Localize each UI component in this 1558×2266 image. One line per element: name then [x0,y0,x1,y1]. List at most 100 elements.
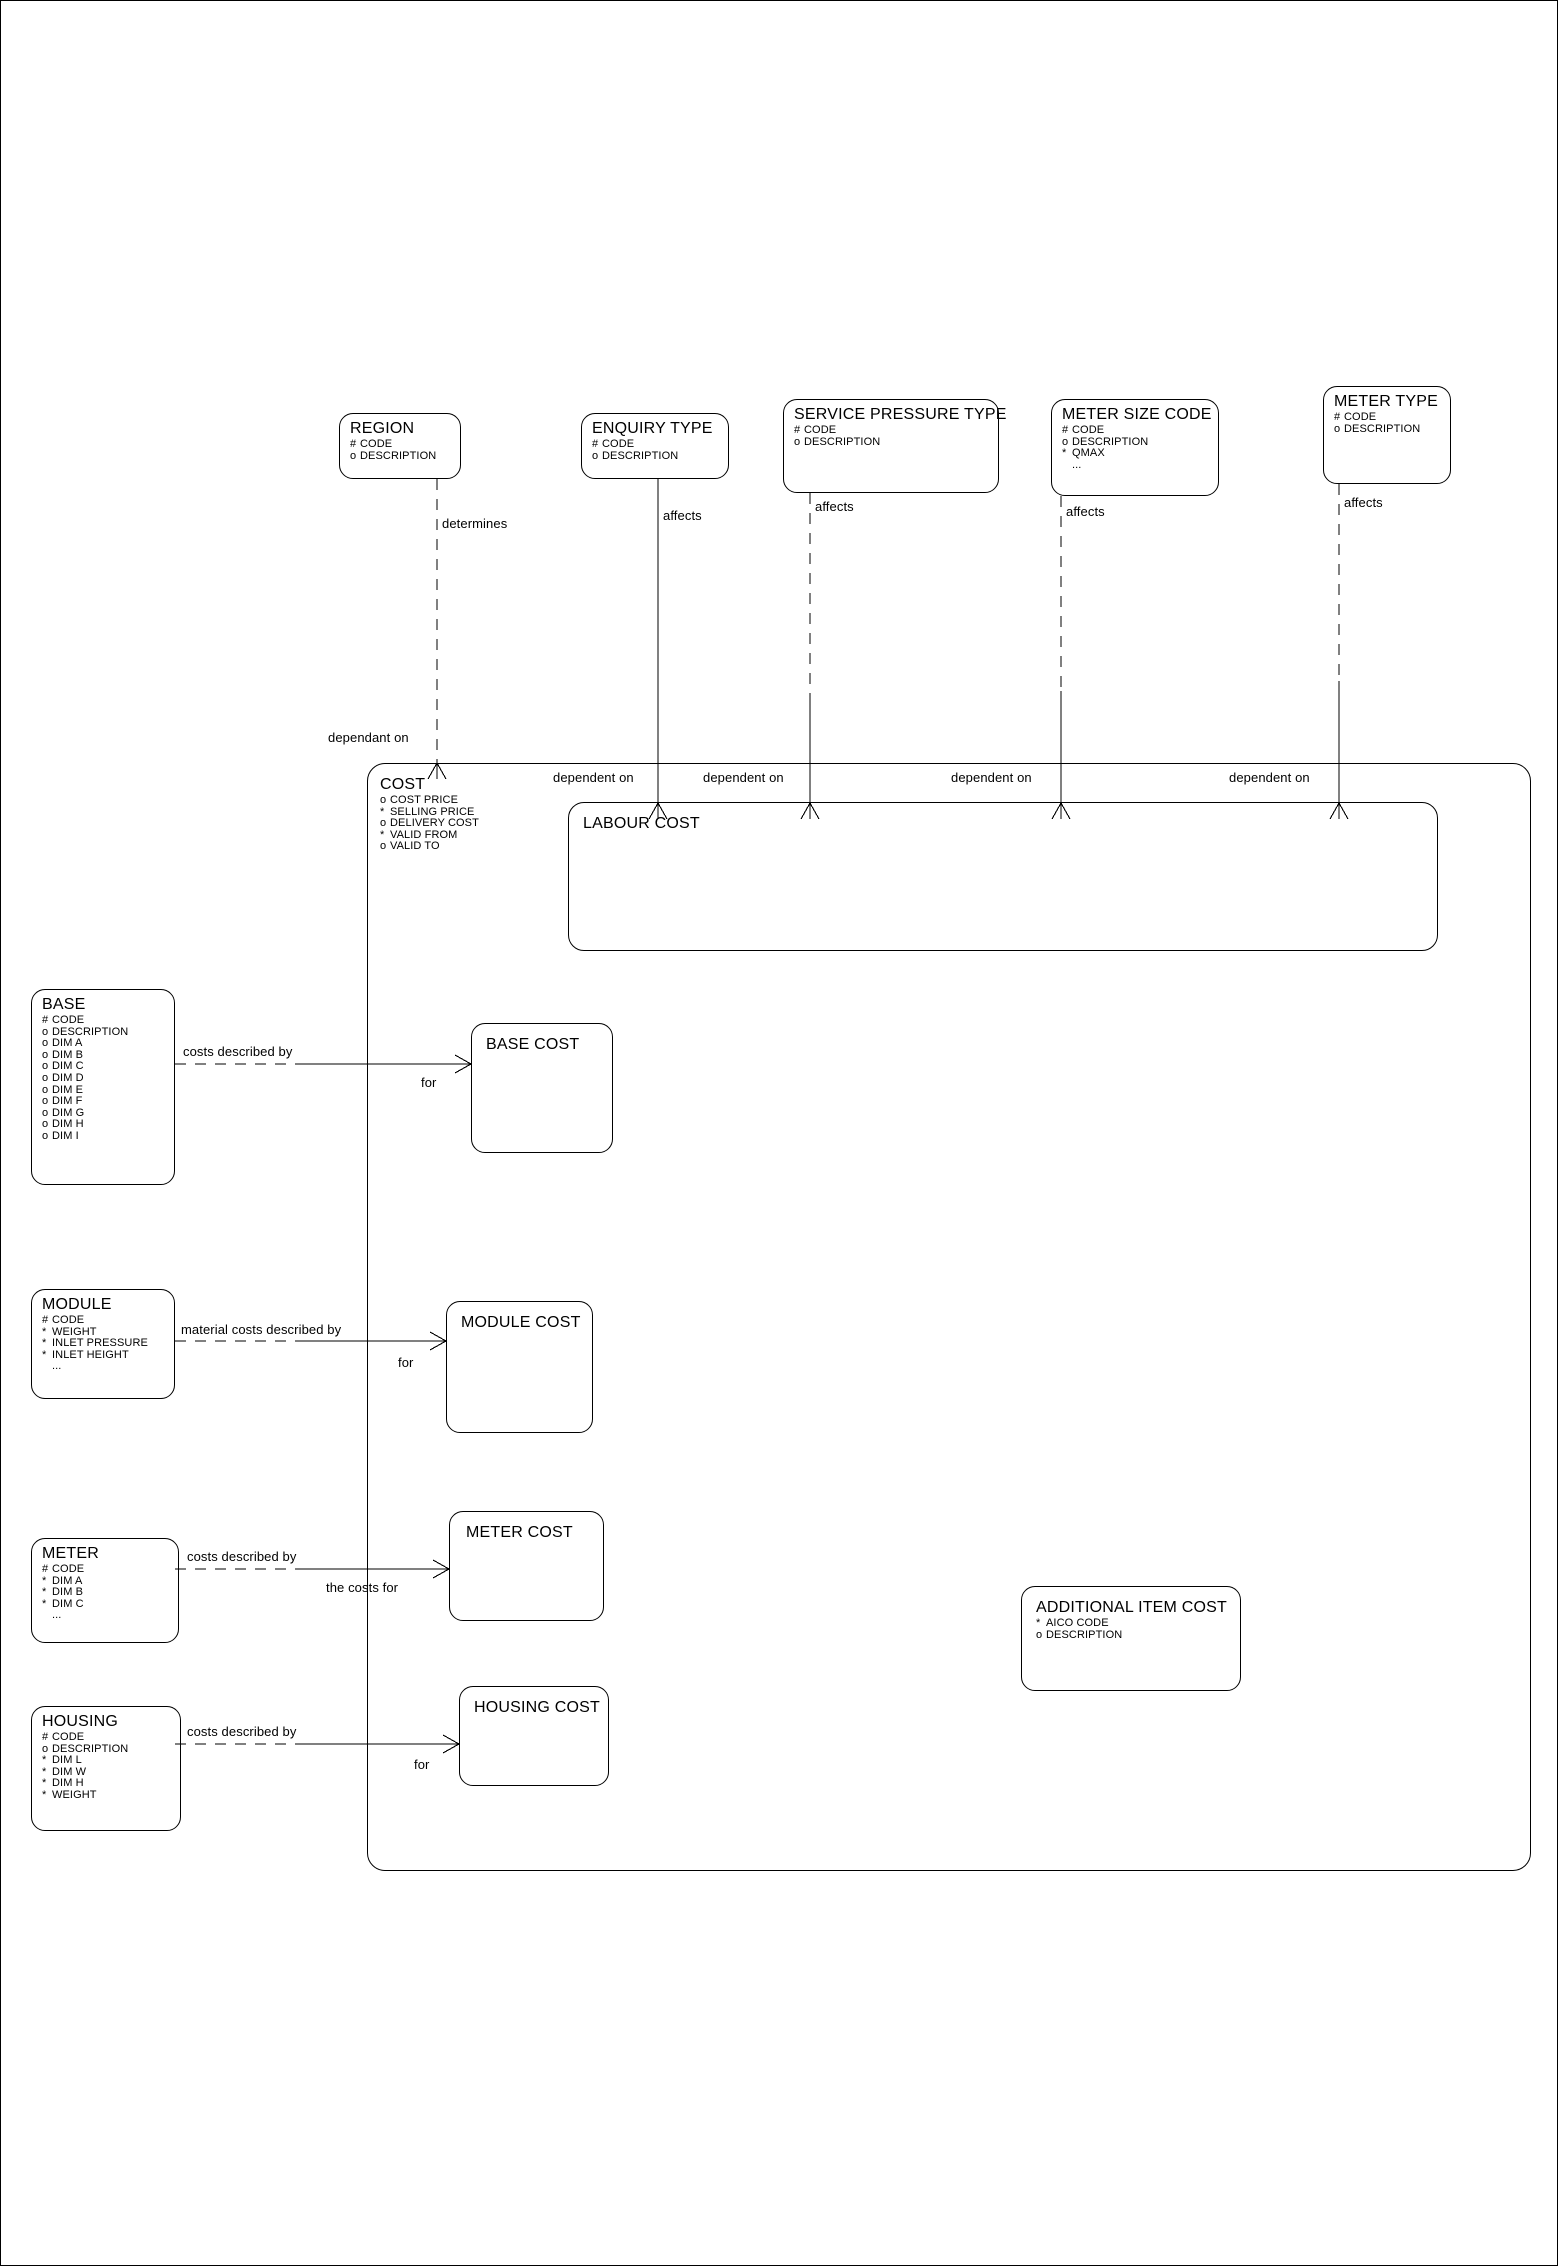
entity-module-cost[interactable]: MODULE COST [446,1301,593,1433]
attribute-marker: o [42,1083,49,1096]
entity-meter-attributes: #CODE * DIM A * DIM B *DIM C ... [42,1563,169,1622]
attribute-row: *VALID FROM [380,828,1530,842]
attribute-marker: # [1334,411,1341,423]
attribute-label: DIM L [52,1754,82,1767]
relationship-label-affects-metersize: affects [1066,504,1105,519]
attribute-label: ... [52,1609,62,1622]
attribute-label: SELLING PRICE [390,805,475,818]
attribute-row: #CODE [42,1731,171,1744]
entity-base-cost[interactable]: BASE COST [471,1023,613,1153]
attribute-label: DIM C [52,1597,84,1610]
relationship-label-for-module: for [398,1355,414,1370]
attribute-label: WEIGHT [52,1325,97,1338]
attribute-label: CODE [52,1314,85,1326]
relationship-label-affects-service: affects [815,499,854,514]
attribute-marker: * [42,1586,47,1599]
attribute-label: DIM D [52,1071,84,1084]
attribute-label: DESCRIPTION [52,1742,129,1755]
attribute-marker: o [42,1118,49,1131]
attribute-label: DESCRIPTION [1344,422,1421,435]
attribute-label: DIM A [52,1037,83,1050]
attribute-label: CODE [360,438,393,450]
entity-meter-name: METER [42,1545,99,1562]
attribute-label: DESCRIPTION [1046,1628,1123,1641]
attribute-label: DIM B [52,1586,84,1599]
relationship-label-material-costs-described-by: material costs described by [181,1322,342,1337]
attribute-marker: o [592,449,599,462]
attribute-row: * WEIGHT [42,1325,165,1339]
relationship-label-for-housing: for [414,1757,430,1772]
entity-housing-cost[interactable]: HOUSING COST [459,1686,609,1786]
attribute-label: CODE [1344,411,1377,423]
attribute-row: ... [1062,458,1209,472]
relationship-label-determines: determines [442,516,508,531]
attribute-marker: o [1036,1628,1043,1641]
attribute-label: DIM A [52,1574,83,1587]
attribute-label: DESCRIPTION [360,449,437,462]
entity-module-name: MODULE [42,1296,112,1313]
attribute-marker: o [1334,422,1341,435]
attribute-row: *QMAX [1062,447,1209,460]
entity-labour-cost-name: LABOUR COST [583,815,700,832]
attribute-marker: o [794,435,801,448]
attribute-marker: o [42,1060,49,1073]
attribute-row: #CODE [1062,424,1209,437]
attribute-row: *DIM C [42,1597,169,1611]
attribute-row: *SELLING PRICE [380,805,1530,819]
attribute-label: ... [1072,458,1082,471]
entity-module-attributes: #CODE *WEIGHT *INLET PRESSURE *INLET HEI… [42,1314,165,1373]
attribute-marker: * [380,828,385,841]
attribute-row: #CODE [350,438,451,451]
attribute-marker: * [42,1325,47,1338]
attribute-marker: o [380,840,387,853]
entity-module-cost-name: MODULE COST [461,1314,581,1331]
attribute-row: #CODE [42,1563,169,1576]
attribute-marker: o [380,817,387,830]
attribute-label: DIM F [52,1095,83,1108]
entity-meter-size-code-name: METER SIZE CODE [1062,406,1212,423]
attribute-label: INLET HEIGHT [52,1348,129,1361]
attribute-marker: o [42,1106,49,1119]
entity-meter-cost[interactable]: METER COST [449,1511,604,1621]
entity-module[interactable]: MODULE #CODE *WEIGHT *INLET PRESSURE *IN… [31,1289,175,1399]
attribute-label: DIM C [52,1060,84,1073]
attribute-label: DIM I [52,1129,79,1142]
attribute-label: CODE [804,424,837,436]
attribute-marker: * [42,1574,47,1587]
entity-meter[interactable]: METER #CODE * DIM A * DIM B *DIM C ... [31,1538,179,1643]
attribute-marker: * [1036,1617,1041,1629]
attribute-label: DIM G [52,1106,85,1119]
relationship-label-costs-described-by-base: costs described by [183,1044,293,1059]
attribute-label: VALID TO [390,840,440,853]
attribute-marker: o [42,1037,49,1050]
attribute-row: #CODE [592,438,719,451]
entity-labour-cost[interactable]: LABOUR COST [568,802,1438,951]
attribute-label: CODE [52,1014,85,1026]
entity-region-name: REGION [350,420,415,437]
